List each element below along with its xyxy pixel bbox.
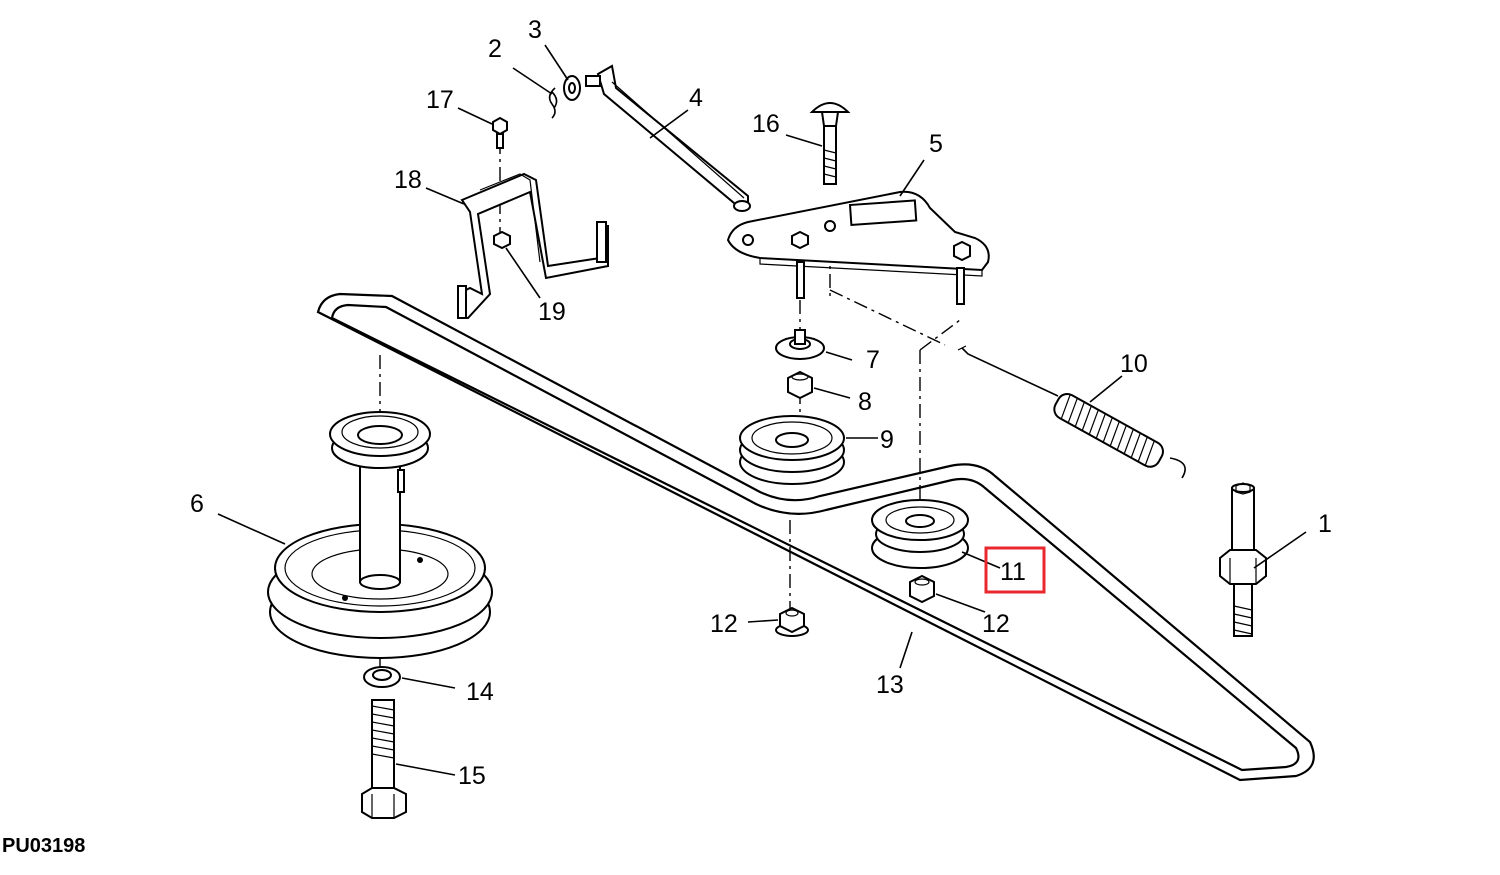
callout-19: 19 — [538, 298, 566, 326]
callout-3: 3 — [528, 16, 542, 44]
control-rod — [585, 64, 751, 212]
callout-12-left: 12 — [710, 610, 738, 638]
callout-16: 16 — [752, 110, 780, 138]
callout-8: 8 — [858, 388, 872, 416]
highlight-box — [984, 546, 1046, 594]
callout-7: 7 — [866, 346, 880, 374]
spindle-pulley — [267, 411, 493, 659]
bolt — [361, 699, 407, 819]
callout-10: 10 — [1120, 350, 1148, 378]
drawing-code: PU03198 — [2, 835, 85, 857]
stud-shaft — [1219, 482, 1267, 637]
callout-17: 17 — [426, 86, 454, 114]
washer — [363, 666, 401, 688]
flange-nut-left — [775, 606, 809, 637]
leader-lines — [217, 44, 1307, 776]
lock-nut — [493, 230, 511, 250]
callout-5: 5 — [929, 130, 943, 158]
callout-11: 11 — [1000, 558, 1026, 586]
idler-nut — [787, 370, 813, 400]
drive-belt — [316, 292, 1315, 782]
idler-washer — [775, 329, 825, 360]
callout-4: 4 — [689, 84, 703, 112]
extension-spring — [957, 345, 1186, 479]
callout-labels: 1 2 3 4 5 6 7 8 9 10 11 12 12 13 14 15 1… — [190, 16, 1332, 790]
callout-2: 2 — [488, 35, 502, 63]
idler-arm — [726, 190, 990, 305]
flat-idler-pulley — [739, 415, 845, 485]
bracket — [457, 172, 609, 319]
callout-1: 1 — [1318, 510, 1332, 538]
callout-13: 13 — [876, 671, 904, 699]
screw — [492, 116, 508, 149]
v-idler-pulley — [871, 499, 969, 569]
carriage-bolt — [809, 102, 851, 185]
callout-12-right: 12 — [982, 610, 1010, 638]
callout-15: 15 — [458, 762, 486, 790]
callout-14: 14 — [466, 678, 494, 706]
callout-6: 6 — [190, 490, 204, 518]
callout-18: 18 — [394, 166, 422, 194]
flange-nut-right — [909, 574, 935, 604]
callout-9: 9 — [880, 426, 894, 454]
washer-small — [563, 75, 581, 101]
